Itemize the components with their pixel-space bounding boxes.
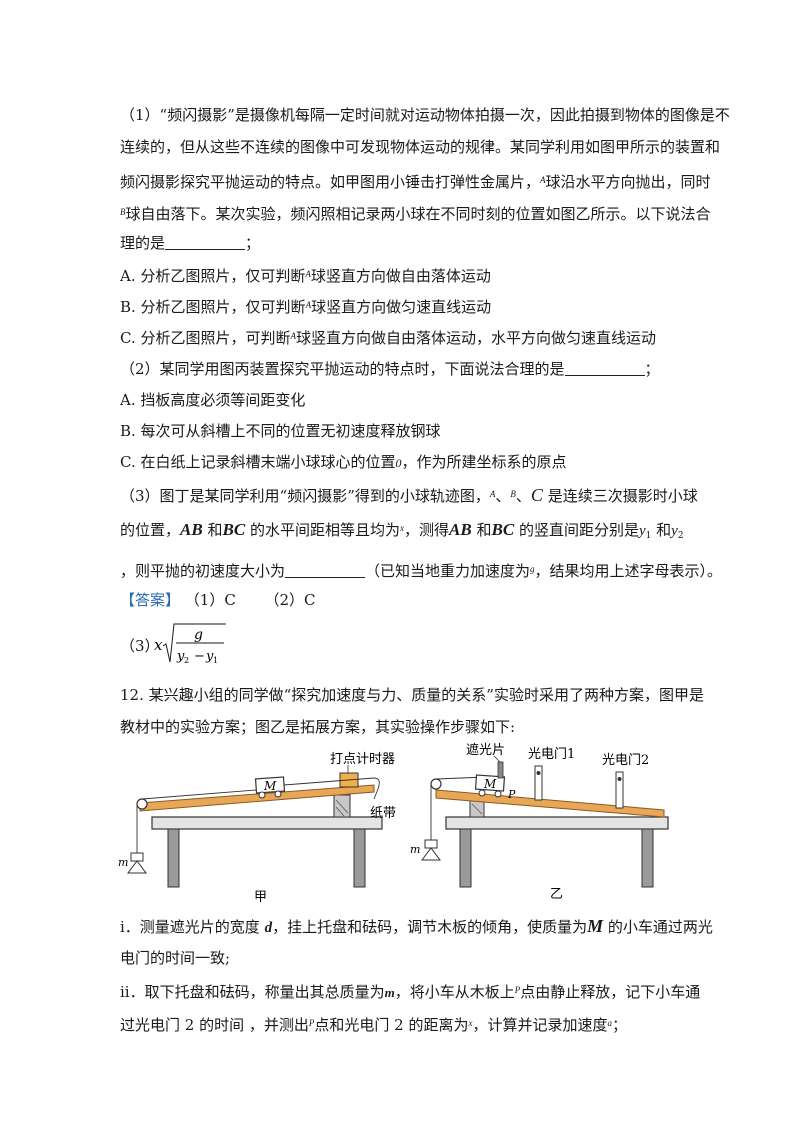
timer-label: 打点计时器	[330, 752, 395, 767]
answer-blank-3	[285, 562, 366, 578]
q11-part1-line3: 频闪摄影探究平抛运动的特点。如甲图用小锤击打弹性金属片，A球沿水平方向抛出，同时	[120, 173, 711, 191]
formula-sqrt	[162, 623, 226, 663]
q11-part3-line2: 的位置，AB 和BC 的水平间距相等且均为x，测得AB 和BC 的竖直间距分别是…	[120, 520, 684, 541]
svg-text:−: −	[194, 649, 205, 664]
answer-formula: x g y 2 − y 1	[154, 623, 226, 665]
inclined-board	[435, 789, 665, 818]
shade-piece	[497, 761, 504, 779]
caption-jia: 甲	[254, 890, 267, 905]
table-leg-left	[459, 828, 472, 888]
q11-part2-option-B: B. 每次可从斜槽上不同的位置无初速度释放钢球	[120, 422, 441, 440]
q11-part2-option-C: C. 在白纸上记录斜槽末端小球球心的位置0，作为所建坐标系的原点	[120, 453, 567, 471]
caption-yi: 乙	[550, 887, 563, 902]
svg-text:1: 1	[213, 656, 218, 665]
q11-option-B: B. 分析乙图照片，仅可判断A球竖直方向做匀速直线运动	[120, 298, 492, 316]
figure-yi: M 遮光片 P 光电门1 光电门2 m 乙	[410, 742, 669, 902]
q11-part1-line4: B球自由落下。某次实验，频闪照相记录两小球在不同时刻的位置如图乙所示。以下说法合	[120, 205, 711, 223]
table-leg-right	[641, 828, 654, 888]
paper-tape	[283, 777, 380, 800]
cart-label-M: M	[263, 779, 277, 793]
symbol-A: A	[540, 175, 546, 185]
q11-part3-line1: （3）图丁是某同学利用“频闪摄影”得到的小球轨迹图，A、B、C 是连续三次摄影时…	[120, 485, 698, 505]
q11-part3-line3: ，则平抛的初速度大小为（已知当地重力加速度为g，结果均用上述字母表示）。	[120, 562, 723, 580]
answer-blank-1	[165, 234, 246, 250]
pulley	[430, 778, 442, 790]
hanging-mass	[130, 852, 144, 862]
q11-part2-option-A: A. 挡板高度必须等间距变化	[120, 391, 306, 409]
q12-step-ii-line2: 过光电门 2 的时间 ，并测出P点和光电门 2 的距离为x，计算并记录加速度a；	[120, 1016, 627, 1034]
shade-label: 遮光片	[466, 742, 505, 758]
q11-option-C: C. 分析乙图照片，可判断A球竖直方向做自由落体运动，水平方向做匀速直线运动	[120, 329, 656, 347]
answer-blank-2	[564, 360, 645, 376]
table-top	[151, 816, 383, 830]
photogate-2-label: 光电门2	[602, 753, 649, 768]
mass-label-m: m	[118, 856, 128, 869]
table-top	[445, 816, 669, 830]
svg-text:2: 2	[184, 656, 189, 665]
q12-step-ii-line1: ii．取下托盘和砝码，称量出其总质量为m，将小车从木板上P点由静止释放，记下小车…	[120, 983, 701, 1001]
q11-part2-line1: （2）某同学用图丙装置探究平抛运动的特点时，下面说法合理的是；	[120, 360, 660, 378]
cart-label-M: M	[483, 777, 497, 791]
point-P-label: P	[507, 788, 516, 801]
symbol-B: B	[120, 207, 126, 217]
q11-part1-line5: 理的是；	[120, 234, 261, 252]
formula-y1: y	[205, 649, 214, 664]
cart	[474, 774, 506, 792]
q11-part1-line1: （1）“频闪摄影”是摄像机每隔一定时间就对运动物体拍摄一次，因此拍摄到物体的图像…	[120, 106, 730, 124]
table-leg-left	[167, 828, 180, 888]
answer-line: 【答案】 （1）C （2）C	[120, 591, 316, 609]
figure-jia: M 打点计时器 纸带 m 甲	[118, 752, 396, 905]
photogate-2	[615, 771, 624, 809]
q11-option-A: A. 分析乙图照片，仅可判断A球竖直方向做自由落体运动	[120, 267, 491, 285]
q11-part1-line2: 连续的，但从这些不连续的图像中可发现物体运动的规律。某同学利用如图甲所示的装置和	[120, 138, 721, 156]
string	[141, 789, 257, 800]
q12-line1: 12. 某兴趣小组的同学做“探究加速度与力、质量的关系”实验时采用了两种方案，图…	[120, 686, 704, 704]
formula-y2: y	[176, 649, 185, 664]
tape-label: 纸带	[370, 806, 396, 821]
cart	[254, 776, 286, 794]
formula-x: x	[154, 636, 163, 654]
q12-step-i-line2: 电门的时间一致;	[120, 949, 231, 967]
q12-step-i-line1: i．测量遮光片的宽度 d，挂上托盘和砝码，调节木板的倾角，使质量为M 的小车通过…	[120, 916, 713, 936]
photogate-1	[534, 765, 543, 801]
answer-tag: 【答案】	[120, 591, 181, 609]
mass-label-m: m	[410, 843, 420, 856]
table-leg-right	[353, 828, 366, 888]
photogate-1-label: 光电门1	[528, 747, 575, 762]
formula-numerator: g	[194, 627, 203, 643]
pulley	[136, 798, 148, 810]
answer-3-label: （3）	[120, 637, 160, 655]
hanging-mass	[424, 839, 438, 849]
q12-line2: 教材中的实验方案；图乙是拓展方案，其实验操作步骤如下:	[120, 718, 516, 736]
